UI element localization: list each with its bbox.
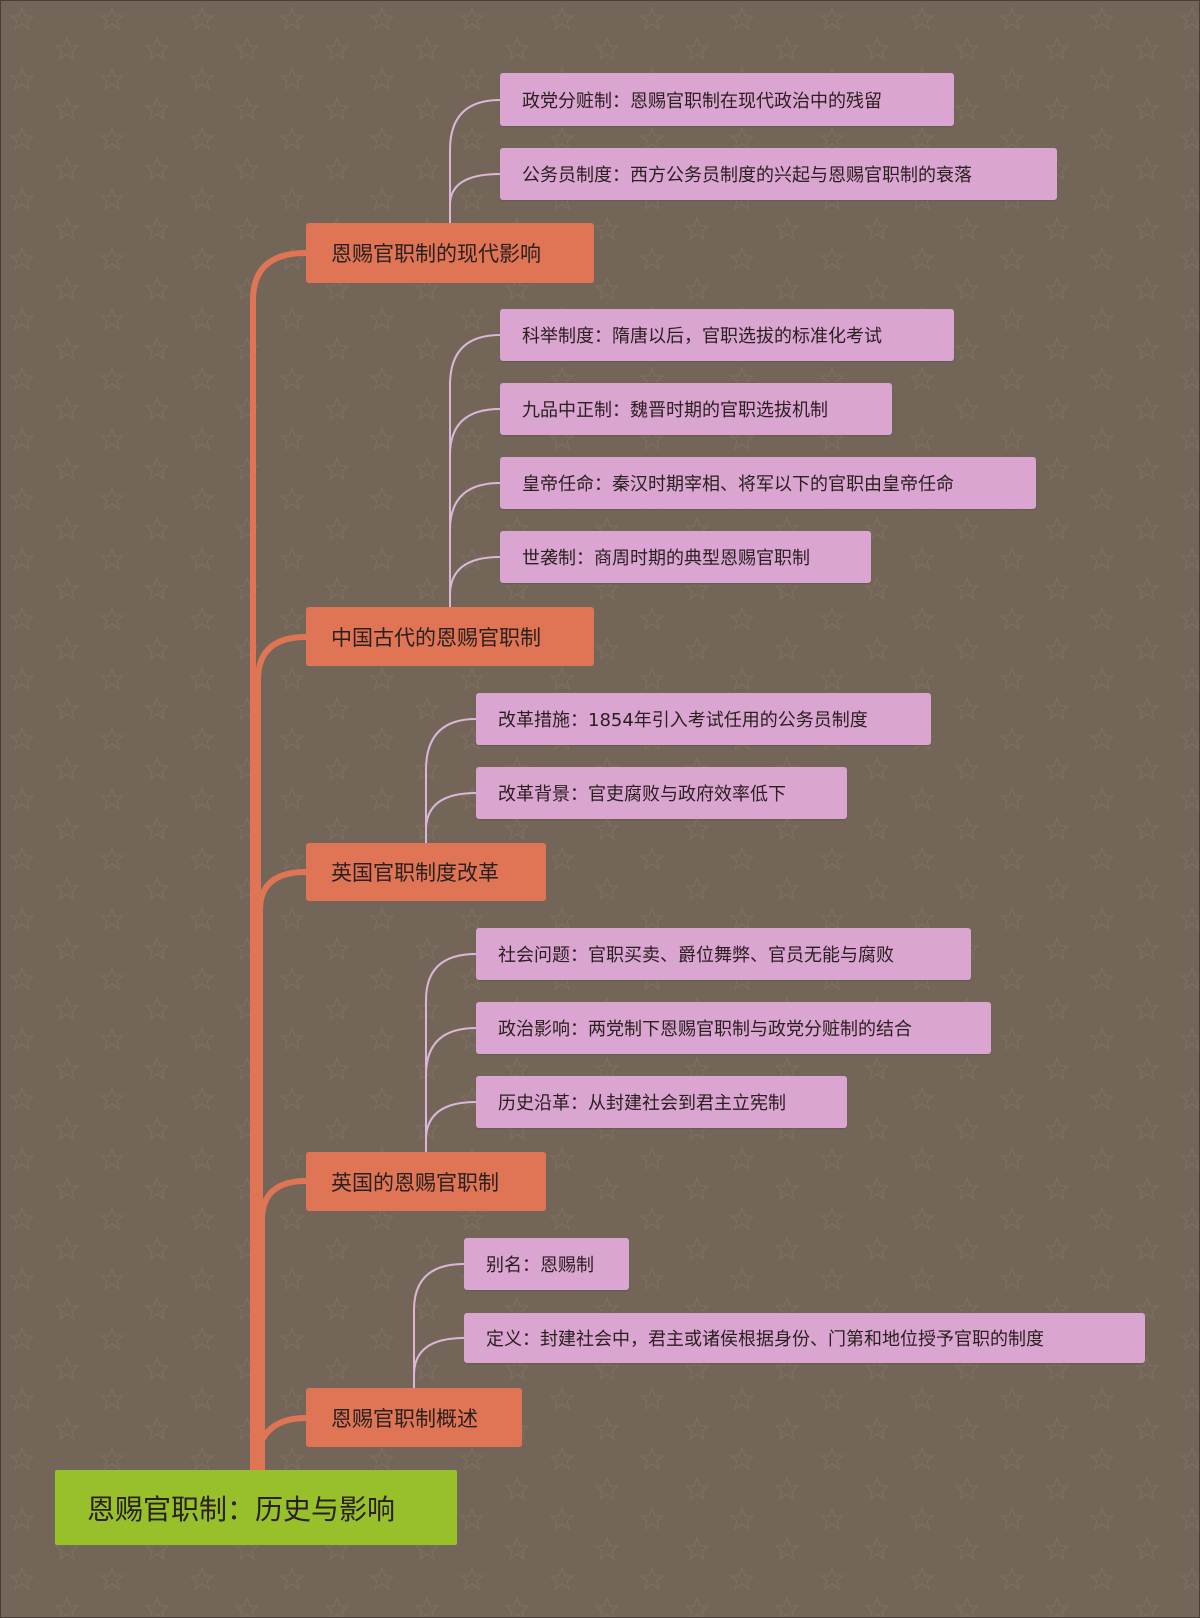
leaf-label: 社会问题：官职买卖、爵位舞弊、官员无能与腐败: [498, 945, 894, 966]
leaf-social-issues[interactable]: 社会问题：官职买卖、爵位舞弊、官员无能与腐败: [476, 928, 971, 980]
branch-overview[interactable]: 恩赐官职制概述: [306, 1388, 522, 1447]
edge-branch-1-leaf-1: [449, 99, 501, 223]
leaf-imperial-exam[interactable]: 科举制度：隋唐以后，官职选拔的标准化考试: [500, 309, 954, 361]
branch-uk-patronage[interactable]: 英国的恩赐官职制: [306, 1152, 546, 1211]
edge-root-to-branch-4: [259, 1178, 309, 1473]
leaf-political-influence[interactable]: 政治影响：两党制下恩赐官职制与政党分赃制的结合: [476, 1002, 991, 1054]
edge-branch-4-leaf-2: [425, 1027, 477, 1152]
root-topic[interactable]: 恩赐官职制：历史与影响: [55, 1470, 457, 1545]
edge-branch-2-leaf-2: [449, 408, 501, 607]
leaf-nine-rank-system[interactable]: 九品中正制：魏晋时期的官职选拔机制: [500, 383, 892, 435]
branch-label: 恩赐官职制的现代影响: [331, 242, 541, 266]
edge-branch-4-leaf-3: [425, 1101, 477, 1152]
leaf-label: 政党分赃制：恩赐官职制在现代政治中的残留: [522, 90, 882, 112]
leaf-label: 改革措施：1854年引入考试任用的公务员制度: [498, 710, 868, 731]
branch-uk-reform[interactable]: 英国官职制度改革: [306, 843, 546, 901]
edge-root-to-branch-3: [257, 869, 309, 1473]
leaf-alias[interactable]: 别名：恩赐制: [464, 1238, 629, 1290]
leaf-emperor-appointment[interactable]: 皇帝任命：秦汉时期宰相、将军以下的官职由皇帝任命: [500, 457, 1036, 509]
leaf-civil-service[interactable]: 公务员制度：西方公务员制度的兴起与恩赐官职制的衰落: [500, 148, 1057, 200]
leaf-definition[interactable]: 定义：封建社会中，君主或诸侯根据身份、门第和地位授予官职的制度: [464, 1313, 1145, 1363]
edge-branch-2-leaf-1: [449, 334, 501, 607]
branch-label: 恩赐官职制概述: [331, 1406, 478, 1431]
leaf-label: 历史沿革：从封建社会到君主立宪制: [498, 1093, 786, 1114]
branch-modern-influence[interactable]: 恩赐官职制的现代影响: [306, 223, 594, 283]
leaf-label: 皇帝任命：秦汉时期宰相、将军以下的官职由皇帝任命: [522, 474, 954, 495]
edge-branch-4-leaf-1: [425, 953, 477, 1152]
edge-root-to-branch-1: [250, 250, 309, 1473]
edge-root-to-branch-2: [255, 634, 309, 1473]
leaf-reform-measures[interactable]: 改革措施：1854年引入考试任用的公务员制度: [476, 693, 931, 745]
leaf-label: 别名：恩赐制: [486, 1255, 594, 1276]
leaf-label: 定义：封建社会中，君主或诸侯根据身份、门第和地位授予官职的制度: [486, 1329, 1044, 1350]
leaf-historical-evolution[interactable]: 历史沿革：从封建社会到君主立宪制: [476, 1076, 847, 1128]
leaf-hereditary-system[interactable]: 世袭制：商周时期的典型恩赐官职制: [500, 531, 871, 583]
edge-branch-1-leaf-2: [449, 173, 501, 223]
branch-label: 英国的恩赐官职制: [331, 1170, 499, 1195]
leaf-label: 公务员制度：西方公务员制度的兴起与恩赐官职制的衰落: [522, 165, 972, 186]
branch-label: 英国官职制度改革: [331, 861, 499, 885]
leaf-label: 政治影响：两党制下恩赐官职制与政党分赃制的结合: [498, 1019, 912, 1040]
edge-branch-5-leaf-1: [413, 1263, 465, 1388]
edge-branch-3-leaf-2: [425, 792, 477, 843]
leaf-label: 世袭制：商周时期的典型恩赐官职制: [522, 548, 810, 569]
leaf-reform-background[interactable]: 改革背景：官吏腐败与政府效率低下: [476, 767, 847, 819]
branch-ancient-china[interactable]: 中国古代的恩赐官职制: [306, 607, 594, 666]
edge-branch-2-leaf-4: [449, 556, 501, 607]
branch-label: 中国古代的恩赐官职制: [331, 625, 541, 650]
root-topic-label: 恩赐官职制：历史与影响: [87, 1492, 396, 1526]
leaf-label: 科举制度：隋唐以后，官职选拔的标准化考试: [522, 326, 882, 347]
edge-branch-2-leaf-3: [449, 482, 501, 607]
leaf-label: 改革背景：官吏腐败与政府效率低下: [498, 784, 786, 805]
edge-branch-5-leaf-2: [413, 1337, 465, 1388]
leaf-label: 九品中正制：魏晋时期的官职选拔机制: [522, 400, 828, 421]
leaf-spoils-system[interactable]: 政党分赃制：恩赐官职制在现代政治中的残留: [500, 73, 954, 126]
edge-branch-3-leaf-1: [425, 718, 477, 843]
edge-root-to-branch-5: [253, 1415, 309, 1473]
